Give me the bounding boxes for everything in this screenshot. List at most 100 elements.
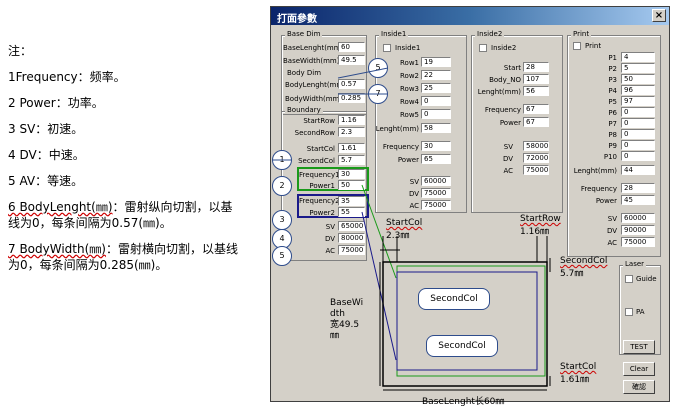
inside2-frequency-input[interactable]: 67	[523, 104, 549, 114]
inside2-power-input[interactable]: 67	[523, 117, 549, 127]
base-width-input[interactable]: 49.5	[338, 55, 365, 65]
second-col-bubble-1: SecondCol	[418, 288, 490, 310]
print-dv-label: DV	[606, 227, 617, 235]
inside2-bodyno-input[interactable]: 107	[523, 74, 549, 84]
print-p1-input[interactable]: 4	[621, 52, 655, 62]
print-sv-label: SV	[607, 215, 617, 223]
print-p1-label: P1	[608, 54, 617, 62]
inside1-ac-label: AC	[409, 202, 419, 210]
inside1-frequency-input[interactable]: 30	[421, 141, 451, 151]
dialog-titlebar: 打面參數 ×	[271, 7, 669, 25]
close-button[interactable]: ×	[652, 9, 666, 22]
blue-pointer	[361, 211, 397, 361]
inside1-row5-input[interactable]: 0	[421, 109, 451, 119]
print-checkbox[interactable]	[573, 42, 581, 50]
start-row-name: StartRow	[520, 214, 561, 224]
inside2-frequency-label: Frequency	[484, 106, 521, 114]
inside2-length-input[interactable]: 56	[523, 86, 549, 96]
pa-checkbox[interactable]	[625, 308, 633, 316]
guide-checkbox[interactable]	[625, 275, 633, 283]
test-button[interactable]: TEST	[623, 340, 655, 354]
inside1-length-input[interactable]: 58	[421, 123, 451, 133]
base-width-text-d: ㎜	[330, 331, 340, 341]
frequency2-highlight	[297, 194, 369, 218]
inside1-row2-input[interactable]: 22	[421, 70, 451, 80]
base-length-label: BaseLenght(mm)	[283, 44, 344, 52]
inside1-row3-label: Row3	[399, 85, 419, 93]
print-power-input[interactable]: 45	[621, 195, 655, 205]
guide-label: Guide	[636, 275, 657, 283]
inside1-sv-input[interactable]: 60000	[421, 176, 451, 186]
inside1-check-label: Inside1	[395, 44, 421, 52]
frequency1-input[interactable]: 30	[338, 169, 365, 179]
print-p7-input[interactable]: 0	[621, 118, 655, 128]
print-p10-input[interactable]: 0	[621, 151, 655, 161]
print-p6-input[interactable]: 0	[621, 107, 655, 117]
print-frequency-input[interactable]: 28	[621, 183, 655, 193]
print-p3-input[interactable]: 50	[621, 74, 655, 84]
print-p3-label: P3	[608, 76, 617, 84]
inside1-dv-input[interactable]: 75000	[421, 188, 451, 198]
inside1-group	[375, 35, 467, 213]
note-body-width-head: 7 BodyWidth(㎜)	[8, 242, 106, 256]
body-length-input[interactable]: 0.57	[338, 79, 365, 89]
print-p10-label: P10	[603, 153, 617, 161]
print-p6-label: P6	[608, 109, 617, 117]
print-p2-label: P2	[608, 65, 617, 73]
print-p5-input[interactable]: 97	[621, 96, 655, 106]
inside2-dv-input[interactable]: 72000	[523, 153, 549, 163]
inside2-sv-input[interactable]: 58000	[523, 141, 549, 151]
boundary-dv-input[interactable]: 80000	[338, 233, 365, 243]
start-row-value: 1.16㎜	[520, 227, 550, 237]
inside2-start-input[interactable]: 28	[523, 62, 549, 72]
boundary-ac-input[interactable]: 75000	[338, 245, 365, 255]
boundary-label: Boundary	[285, 106, 323, 114]
blue-cut-box	[396, 271, 538, 371]
print-p9-input[interactable]: 0	[621, 140, 655, 150]
inside1-checkbox[interactable]	[383, 44, 391, 52]
base-width-text-b: dth	[330, 309, 345, 319]
notes-title: 注：	[8, 44, 33, 58]
inside2-checkbox[interactable]	[479, 44, 487, 52]
inside1-ac-input[interactable]: 75000	[421, 200, 451, 210]
second-col-bubble-2: SecondCol	[426, 335, 498, 357]
base-width-label: BaseWidth(mm)	[283, 57, 340, 65]
power2-input[interactable]: 55	[338, 207, 365, 217]
start-row-input[interactable]: 1.16	[338, 115, 365, 125]
dialog-title: 打面參數	[277, 14, 317, 25]
print-p4-input[interactable]: 96	[621, 85, 655, 95]
frequency2-input[interactable]: 35	[338, 196, 365, 206]
inside2-ac-label: AC	[503, 167, 513, 175]
boundary-sv-input[interactable]: 65000	[338, 221, 365, 231]
second-row-input[interactable]: 2.3	[338, 127, 365, 137]
inside1-label: Inside1	[379, 30, 409, 38]
clear-button[interactable]: Clear	[623, 362, 655, 376]
print-p7-label: P7	[608, 120, 617, 128]
print-p9-label: P9	[608, 142, 617, 150]
inside1-length-label: Lenght(mm)	[375, 125, 419, 133]
print-p2-input[interactable]: 5	[621, 63, 655, 73]
print-length-input[interactable]: 44	[621, 165, 655, 175]
print-length-label: Lenght(mm)	[573, 167, 617, 175]
note-body-length-head: 6 BodyLenght(㎜)	[8, 200, 113, 214]
inside2-ac-input[interactable]: 75000	[523, 165, 549, 175]
inside1-power-input[interactable]: 65	[421, 154, 451, 164]
inside1-power-label: Power	[397, 156, 419, 164]
power1-input[interactable]: 50	[338, 180, 365, 190]
print-ac-input[interactable]: 75000	[621, 237, 655, 247]
print-sv-input[interactable]: 60000	[621, 213, 655, 223]
second-col-input[interactable]: 5.7	[338, 155, 365, 165]
inside1-row4-input[interactable]: 0	[421, 96, 451, 106]
base-dim-label: Base Dim	[285, 30, 323, 38]
base-length-input[interactable]: 60	[338, 42, 365, 52]
inside2-power-label: Power	[499, 119, 521, 127]
inside1-row1-input[interactable]: 19	[421, 57, 451, 67]
boundary-dv-label: DV	[324, 235, 335, 243]
print-p8-input[interactable]: 0	[621, 129, 655, 139]
start-col-input[interactable]: 1.61	[338, 143, 365, 153]
print-dv-input[interactable]: 90000	[621, 225, 655, 235]
start-row-label: StartRow	[303, 117, 335, 125]
base-length-annotation: BaseLenght长60㎜	[422, 397, 505, 407]
inside1-row3-input[interactable]: 25	[421, 83, 451, 93]
confirm-button[interactable]: 確認	[623, 380, 655, 394]
